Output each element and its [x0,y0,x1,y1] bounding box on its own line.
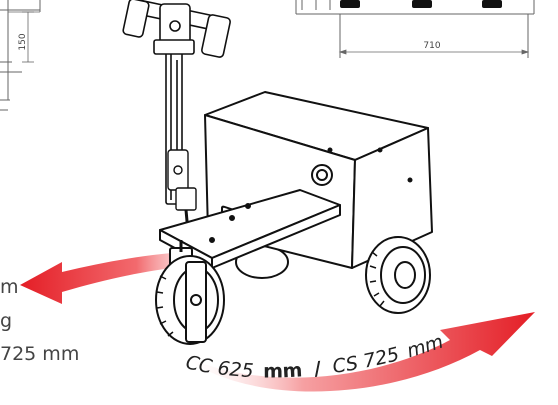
cs-prefix: CS [331,352,360,378]
rear-wheel-right [365,236,431,314]
control-handle [122,0,231,58]
front-caster-wheel [155,240,225,345]
cc-value: 625 [216,357,254,382]
spec-line-1: m [0,276,19,298]
cc-prefix: CC [184,351,215,378]
base-plan-drawing [295,0,535,58]
turn-arrow-right [178,312,535,392]
width-dimension [338,49,530,55]
base-plan-feet [340,0,502,8]
spec-line-2: g [0,310,13,332]
separator: / [313,358,322,381]
height-dimension [8,11,40,63]
width-dimension-label: 710 [423,41,440,51]
mast-mechanism [167,149,197,233]
cc-unit: mm [263,359,303,382]
spec-line-3: 725 mm [0,343,80,365]
top-left-dimension-drawing [0,0,41,111]
height-dimension-label: 150 [18,33,28,50]
